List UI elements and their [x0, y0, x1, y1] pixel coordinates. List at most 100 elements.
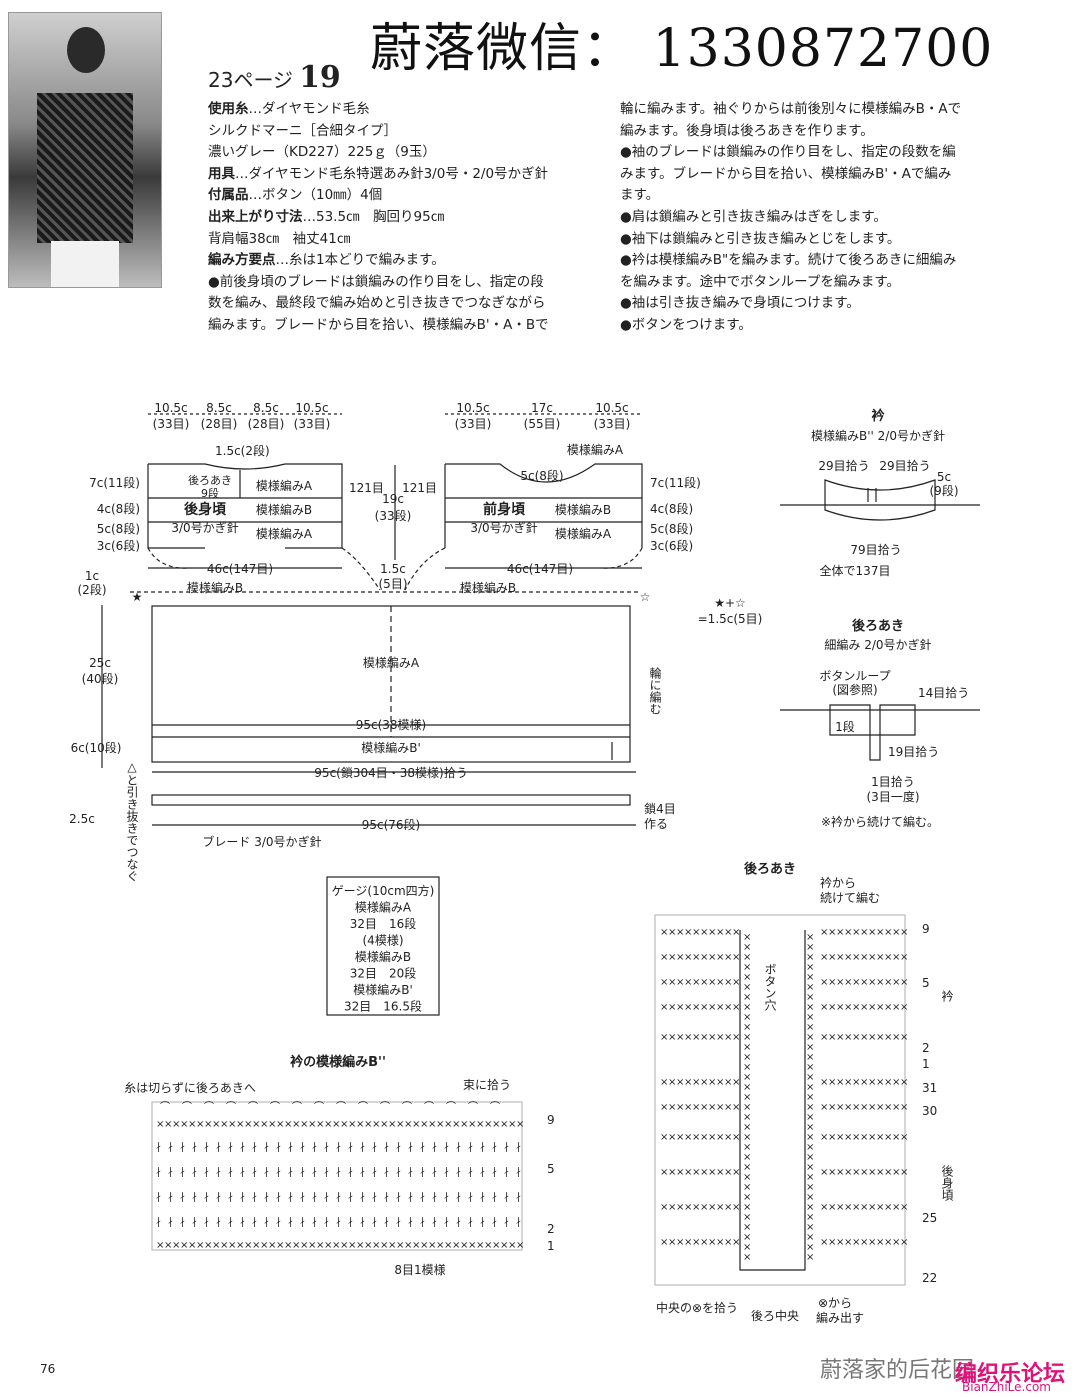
stitch-mark: ∤: [252, 1192, 257, 1203]
stitch-mark: ×: [743, 992, 751, 1003]
stitch-mark: ⌒: [490, 1101, 500, 1113]
stitch-mark: ×: [743, 1132, 751, 1143]
stitch-mark: ×: [860, 1132, 868, 1143]
stitch-mark: ×: [660, 1237, 668, 1248]
stitch-mark: ∤: [384, 1217, 389, 1228]
stitch-mark: ∤: [384, 1192, 389, 1203]
stitch-mark: ×: [743, 1072, 751, 1083]
stitch-mark: ×: [743, 1032, 751, 1043]
back-outline-top: [148, 463, 343, 549]
stitch-mark: ∤: [492, 1217, 497, 1228]
bo-chart-continue: 続けて編む: [820, 890, 880, 905]
stitch-mark: ×: [868, 952, 876, 963]
collar-chart-row-num: 5: [547, 1162, 555, 1176]
stitch-mark: ×: [868, 1202, 876, 1213]
stitch-mark: ×: [732, 977, 740, 988]
stitch-mark: ×: [324, 1240, 332, 1251]
stitch-mark: ∤: [504, 1167, 509, 1178]
stitch-mark: ∤: [288, 1217, 293, 1228]
stitch-mark: ×: [828, 1102, 836, 1113]
stitch-mark: ∤: [228, 1217, 233, 1228]
stitch-mark: ×: [743, 962, 751, 973]
stitch-mark: ×: [743, 1182, 751, 1193]
stitch-mark: ×: [692, 1032, 700, 1043]
back-top-rows-label: (33目): [294, 417, 331, 431]
stitch-mark: ∤: [300, 1167, 305, 1178]
stitch-mark: ×: [844, 1167, 852, 1178]
bo-see-chart: (図参照): [832, 682, 877, 697]
star-mark: ★: [132, 590, 143, 604]
stitch-mark: ×: [700, 1032, 708, 1043]
front-pat-a: 模様編みA: [555, 526, 612, 541]
bo-pick1: 1目拾う: [871, 774, 915, 789]
stitch-mark: ×: [676, 1237, 684, 1248]
stitch-mark: ×: [806, 1032, 814, 1043]
stitch-mark: ∤: [408, 1142, 413, 1153]
stitch-mark: ×: [732, 1077, 740, 1088]
stitch-mark: ×: [668, 927, 676, 938]
stitch-mark: ×: [156, 1119, 164, 1130]
stitch-mark: ×: [900, 1102, 908, 1113]
stitch-mark: ×: [476, 1240, 484, 1251]
stitch-mark: ×: [732, 1002, 740, 1013]
stitch-mark: ×: [260, 1119, 268, 1130]
stitch-mark: ×: [668, 1002, 676, 1013]
stitch-mark: ∤: [228, 1167, 233, 1178]
stitch-mark: ×: [884, 1167, 892, 1178]
left-dim-25c-braid: 2.5c: [69, 812, 95, 826]
stitch-mark: ∤: [228, 1192, 233, 1203]
stitch-mark: ×: [892, 1002, 900, 1013]
stitch-mark: ×: [836, 1132, 844, 1143]
stitch-mark: ×: [716, 1102, 724, 1113]
back-rows-label: 121目: [349, 481, 384, 495]
stitch-mark: ×: [716, 1167, 724, 1178]
stitch-mark: ×: [700, 1077, 708, 1088]
stitch-mark: ×: [180, 1119, 188, 1130]
stitch-mark: ∤: [456, 1217, 461, 1228]
stitch-mark: ×: [743, 982, 751, 993]
stitch-mark: ⌒: [226, 1101, 236, 1113]
back-pat-a: 模様編みA: [256, 478, 313, 493]
bo-chart-from-collar: 衿から: [820, 875, 856, 890]
stitch-mark: ×: [692, 927, 700, 938]
back-pat-b-lower: 模様編みB: [187, 580, 243, 595]
stitch-mark: ×: [500, 1119, 508, 1130]
stitch-mark: ∤: [336, 1217, 341, 1228]
stitch-mark: ∤: [444, 1192, 449, 1203]
stitch-mark: ∤: [516, 1142, 521, 1153]
instruction-line: ます。: [620, 187, 660, 204]
materials-line: 編みます。ブレードから目を拾い、模様編みB'・A・Bで: [208, 315, 549, 337]
materials-text: 編みます。ブレードから目を拾い、模様編みB'・A・Bで: [208, 316, 549, 333]
bo-chart-pick-center: 中央の⊗を拾う: [656, 1300, 738, 1315]
stitch-mark: ∤: [432, 1192, 437, 1203]
bo-chart-row-num: 5: [922, 976, 930, 990]
stitch-mark: ×: [668, 1237, 676, 1248]
stitch-mark: ×: [860, 927, 868, 938]
stitch-mark: ×: [324, 1119, 332, 1130]
stitch-mark: ×: [806, 1092, 814, 1103]
stitch-mark: ×: [876, 1132, 884, 1143]
materials-text: …ダイヤモンド毛糸特選あみ針3/0号・2/0号かぎ針: [235, 165, 549, 182]
materials-line: 用具…ダイヤモンド毛糸特選あみ針3/0号・2/0号かぎ針: [208, 164, 549, 186]
front-neck-label: 5c(8段): [520, 468, 563, 483]
stitch-mark: ×: [806, 1072, 814, 1083]
stitch-mark: ×: [340, 1240, 348, 1251]
stitch-mark: ⌒: [292, 1101, 302, 1113]
stitch-mark: ∤: [216, 1217, 221, 1228]
instruction-line: ●肩は鎖編みと引き抜き編みはぎをします。: [620, 208, 887, 225]
stitch-mark: ∤: [216, 1192, 221, 1203]
stitch-mark: ×: [844, 927, 852, 938]
stitch-mark: ×: [828, 1132, 836, 1143]
stitch-mark: ×: [743, 1062, 751, 1073]
stitch-mark: ×: [732, 1102, 740, 1113]
stitch-mark: ×: [860, 1202, 868, 1213]
gauge-line: (4模様): [363, 934, 404, 948]
center15-rows: (5目): [379, 577, 408, 591]
stitch-mark: ∤: [168, 1192, 173, 1203]
stitch-mark: ×: [876, 1077, 884, 1088]
stitch-mark: ∤: [432, 1142, 437, 1153]
stitch-mark: ×: [660, 1167, 668, 1178]
collar-5c: 5c: [937, 470, 951, 484]
stitch-mark: ×: [708, 1077, 716, 1088]
stitch-mark: ×: [806, 1162, 814, 1173]
